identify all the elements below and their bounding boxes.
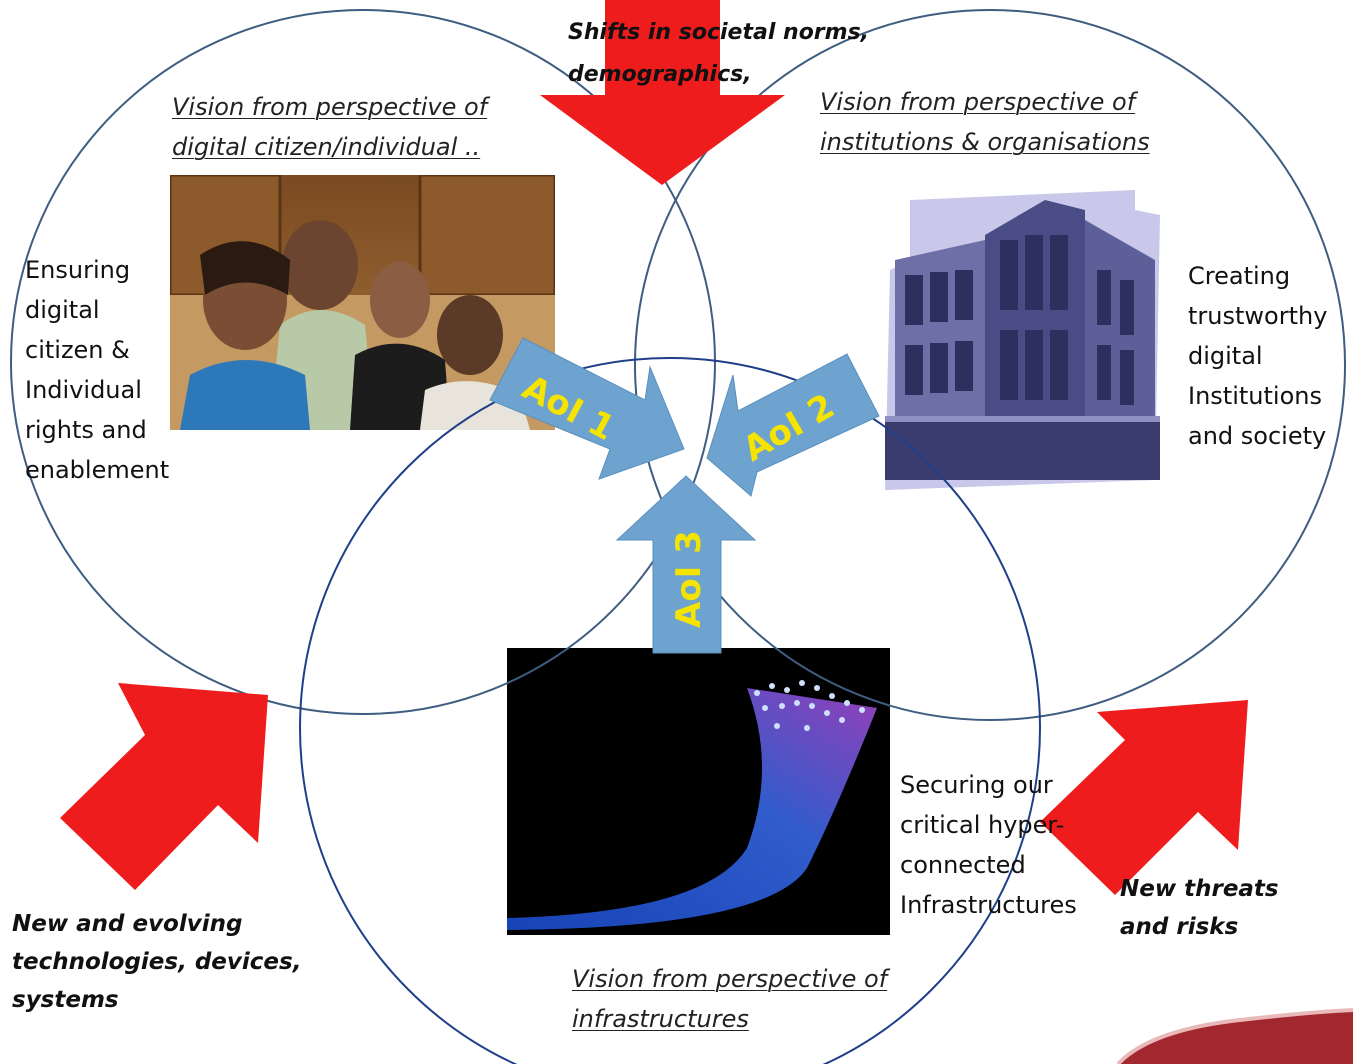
aoi1-arrow — [489, 337, 685, 480]
institutions-description: Creating trustworthy digital Institution… — [1188, 256, 1327, 456]
infrastructure-desc-line: Securing our — [900, 771, 1053, 799]
top-driver-arrow — [540, 0, 785, 185]
infrastructure-title-line2: infrastructures — [572, 1005, 749, 1033]
citizen-desc-line: citizen & — [25, 336, 130, 364]
left-driver-line2: technologies, devices, — [12, 949, 302, 975]
top-driver-text: Shifts in societal norms, demographics, — [568, 12, 869, 96]
family-photo — [170, 175, 555, 430]
citizen-circle — [10, 9, 716, 715]
aoi3-label: AoI 3 — [669, 530, 709, 628]
right-driver-line2: and risks — [1120, 914, 1239, 940]
institutions-title-line2: institutions & organisations — [820, 128, 1150, 156]
right-driver-arrow — [1040, 700, 1248, 895]
institutions-circle — [634, 9, 1346, 721]
infrastructure-desc-line: Infrastructures — [900, 891, 1077, 919]
citizen-desc-line: Individual — [25, 376, 142, 404]
left-driver-line3: systems — [12, 987, 119, 1013]
citizen-desc-line: digital — [25, 296, 100, 324]
institutions-desc-line: Creating — [1188, 262, 1291, 290]
left-driver-line1: New and evolving — [12, 911, 243, 937]
institutions-desc-line: trustworthy — [1188, 302, 1328, 330]
infrastructure-title-line1: Vision from perspective of — [572, 965, 888, 993]
citizen-title-line2: digital citizen/individual .. — [172, 133, 481, 161]
institutions-title: Vision from perspective of institutions … — [820, 85, 1150, 159]
citizen-desc-line: enablement — [25, 456, 170, 484]
citizen-desc-line: rights and — [25, 416, 147, 444]
left-driver-arrow — [60, 683, 268, 890]
aoi2-arrow — [706, 353, 880, 497]
infrastructure-desc-line: critical hyper- — [900, 811, 1065, 839]
institutions-desc-line: digital — [1188, 342, 1263, 370]
left-driver-text: New and evolving technologies, devices, … — [12, 905, 301, 1019]
infrastructure-title: Vision from perspective of infrastructur… — [572, 962, 887, 1036]
infrastructure-description: Securing our critical hyper- connected I… — [900, 765, 1077, 925]
institutions-title-line1: Vision from perspective of — [820, 88, 1136, 116]
infrastructure-desc-line: connected — [900, 851, 1026, 879]
institutions-desc-line: Institutions — [1188, 382, 1322, 410]
right-driver-text: New threats and risks — [1120, 870, 1279, 946]
aoi3-arrow — [615, 475, 757, 654]
corner-swoosh — [1118, 1010, 1353, 1064]
institutions-desc-line: and society — [1188, 422, 1327, 450]
right-driver-line1: New threats — [1120, 876, 1279, 902]
citizen-desc-line: Ensuring — [25, 256, 131, 284]
building-image — [885, 180, 1185, 495]
citizen-title: Vision from perspective of digital citiz… — [172, 90, 487, 164]
top-driver-line1: Shifts in societal norms, — [568, 20, 870, 45]
fiber-optic-image — [507, 648, 890, 935]
top-driver-line2: demographics, — [568, 62, 752, 87]
citizen-title-line1: Vision from perspective of — [172, 93, 488, 121]
citizen-description: Ensuring digital citizen & Individual ri… — [25, 250, 169, 490]
infrastructure-circle — [299, 357, 1041, 1064]
